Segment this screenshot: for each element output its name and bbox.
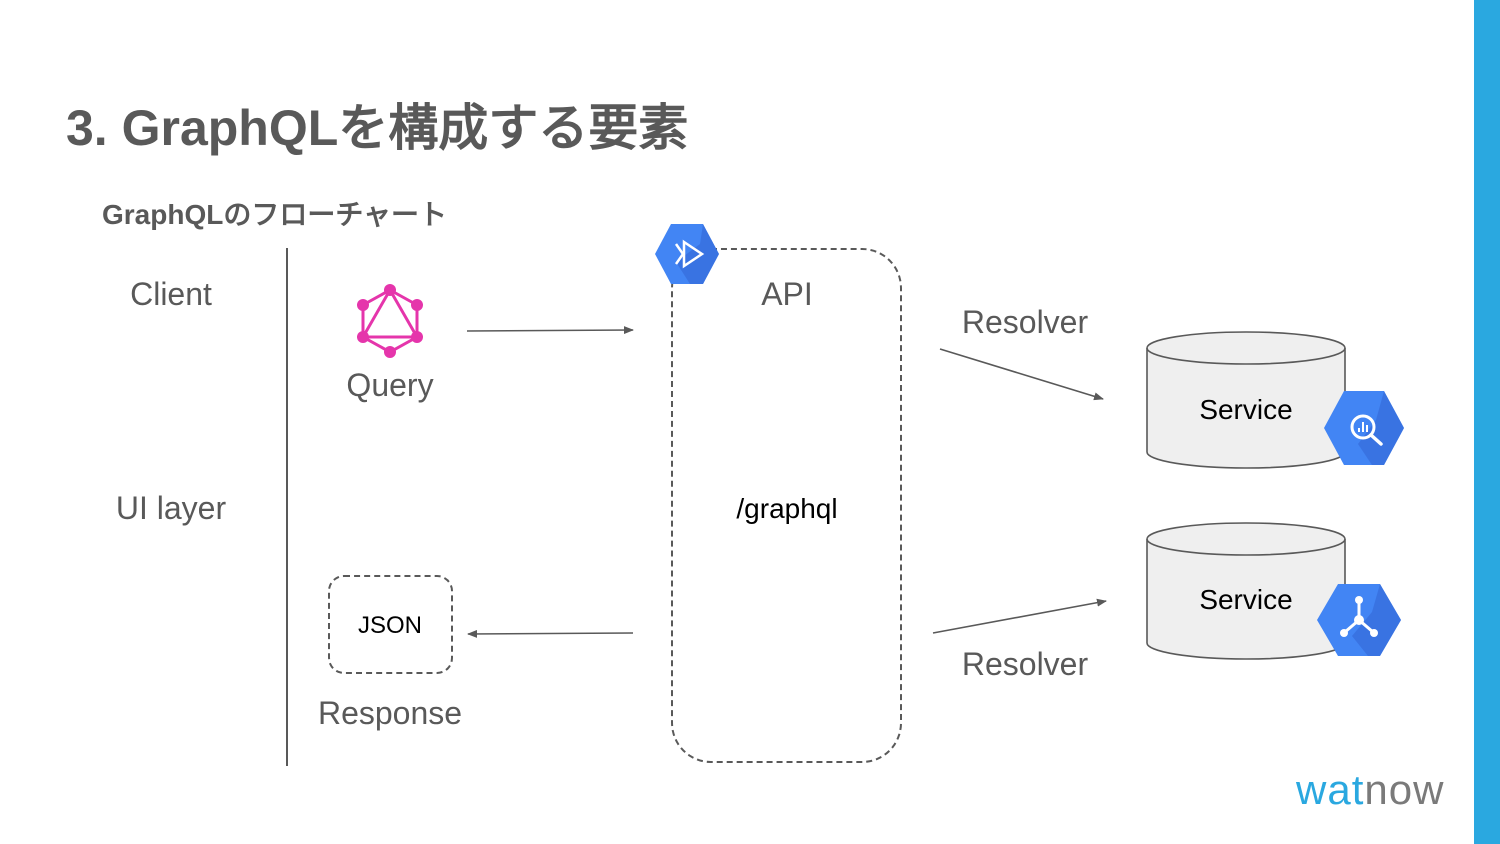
cloud-dataflow-icon — [1317, 584, 1401, 656]
service-cylinder-top — [1146, 331, 1346, 469]
resolver-arrow-top — [939, 348, 1104, 401]
bigquery-icon — [1324, 391, 1404, 465]
diagram-subtitle: GraphQLのフローチャート — [102, 199, 448, 230]
resolver-arrow-bottom — [932, 598, 1107, 634]
watnow-logo: watnow — [1296, 766, 1444, 814]
service-cylinder-bottom — [1146, 522, 1346, 660]
service-label-bottom: Service — [1199, 584, 1293, 615]
graphql-logo-icon — [357, 284, 423, 358]
page-title: 3. GraphQLを構成する要素 — [66, 100, 689, 156]
service-label-top: Service — [1199, 394, 1293, 425]
logo-part-wat: wat — [1296, 766, 1365, 813]
client-label: Client — [130, 276, 212, 312]
json-label: JSON — [357, 612, 423, 639]
query-arrow — [466, 326, 634, 335]
accent-bar — [1474, 0, 1500, 844]
response-arrow — [467, 629, 634, 638]
cloud-endpoints-icon — [655, 224, 719, 284]
ui-layer-label: UI layer — [115, 490, 227, 526]
api-box — [671, 248, 902, 763]
endpoint-label: /graphql — [736, 493, 838, 524]
response-label: Response — [317, 695, 463, 731]
query-label: Query — [346, 367, 434, 403]
json-box — [328, 575, 453, 674]
resolver-label-top: Resolver — [961, 304, 1089, 340]
logo-part-now: now — [1364, 766, 1445, 813]
api-label: API — [761, 276, 813, 312]
client-divider — [286, 248, 288, 766]
resolver-label-bottom: Resolver — [961, 646, 1089, 682]
